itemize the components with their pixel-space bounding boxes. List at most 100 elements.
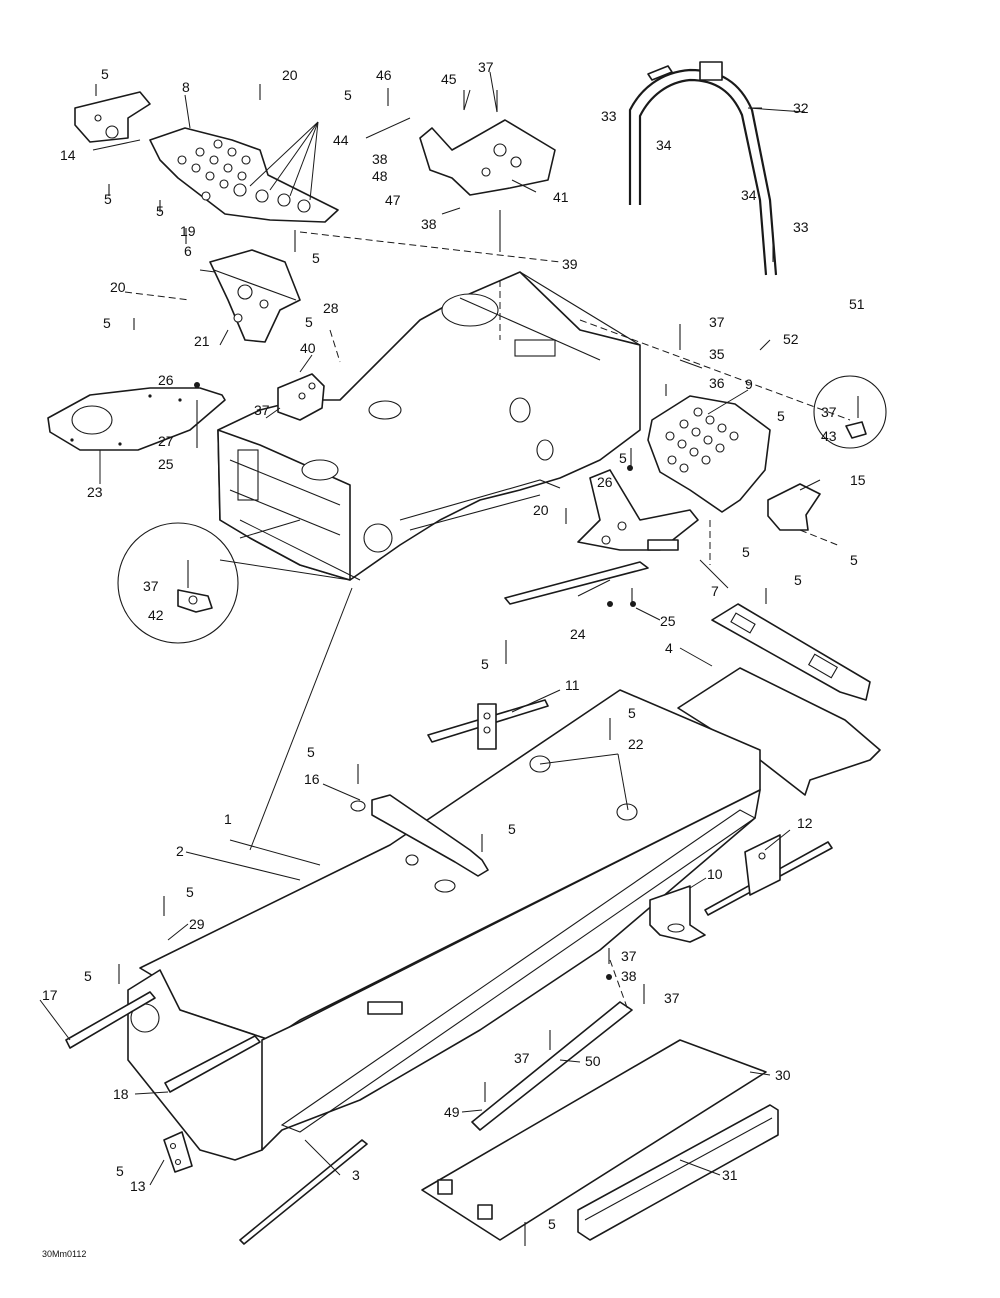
callout-20: 20 bbox=[110, 279, 126, 295]
support-part-10 bbox=[649, 885, 706, 943]
callout-5: 5 bbox=[619, 450, 627, 466]
callout-37: 37 bbox=[514, 1050, 530, 1066]
callout-2: 2 bbox=[176, 843, 184, 859]
callout-52: 52 bbox=[783, 331, 799, 347]
callout-19: 19 bbox=[180, 223, 196, 239]
bracket-part-14 bbox=[74, 91, 151, 143]
callout-26: 26 bbox=[158, 372, 174, 388]
callout-46: 46 bbox=[376, 67, 392, 83]
callout-5: 5 bbox=[186, 884, 194, 900]
callout-37: 37 bbox=[664, 990, 680, 1006]
steering-support-part-6 bbox=[209, 249, 301, 343]
callout-21: 21 bbox=[194, 333, 210, 349]
callout-15: 15 bbox=[850, 472, 866, 488]
callout-labels: 5 8 20 5 46 45 37 32 14 44 38 48 33 34 5… bbox=[42, 59, 866, 1232]
plate-part-13 bbox=[163, 1131, 193, 1173]
detail-circle-42 bbox=[117, 522, 239, 644]
callout-39: 39 bbox=[562, 256, 578, 272]
seat-bracket-part-40 bbox=[277, 373, 325, 421]
callout-37: 37 bbox=[821, 404, 837, 420]
callout-32: 32 bbox=[793, 100, 809, 116]
rail-part-17 bbox=[65, 991, 156, 1049]
callout-8: 8 bbox=[182, 79, 190, 95]
callout-40: 40 bbox=[300, 340, 316, 356]
footrest-plate-part-9 bbox=[647, 395, 771, 513]
callout-41: 41 bbox=[553, 189, 569, 205]
tunnel-part-2 bbox=[127, 689, 761, 1161]
callout-5: 5 bbox=[777, 408, 785, 424]
callout-5: 5 bbox=[548, 1216, 556, 1232]
callout-37: 37 bbox=[709, 314, 725, 330]
callout-29: 29 bbox=[189, 916, 205, 932]
callout-48: 48 bbox=[372, 168, 388, 184]
handle-support-part-32 bbox=[628, 61, 778, 276]
callout-37: 37 bbox=[254, 402, 270, 418]
support-part-12 bbox=[704, 834, 833, 916]
callout-45: 45 bbox=[441, 71, 457, 87]
callout-37: 37 bbox=[621, 948, 637, 964]
bumper-plate-part-23 bbox=[47, 387, 226, 451]
callout-5: 5 bbox=[116, 1163, 124, 1179]
callout-5: 5 bbox=[104, 191, 112, 207]
callout-47: 47 bbox=[385, 192, 401, 208]
rail-part-50 bbox=[471, 1001, 633, 1131]
callout-25: 25 bbox=[158, 456, 174, 472]
callout-10: 10 bbox=[707, 866, 723, 882]
callout-5: 5 bbox=[344, 87, 352, 103]
callout-22: 22 bbox=[628, 736, 644, 752]
callout-4: 4 bbox=[665, 640, 673, 656]
callout-5: 5 bbox=[794, 572, 802, 588]
callout-18: 18 bbox=[113, 1086, 129, 1102]
callout-36: 36 bbox=[709, 375, 725, 391]
bracket-part-15 bbox=[767, 483, 821, 531]
callout-38: 38 bbox=[421, 216, 437, 232]
detail-circle-43 bbox=[813, 375, 887, 449]
callout-5: 5 bbox=[742, 544, 750, 560]
rod-part-3 bbox=[239, 1139, 368, 1245]
callout-5: 5 bbox=[312, 250, 320, 266]
bolt-fasteners bbox=[95, 84, 774, 1246]
perforated-strip bbox=[280, 809, 757, 1133]
callout-5: 5 bbox=[508, 821, 516, 837]
callout-5: 5 bbox=[84, 968, 92, 984]
callout-24: 24 bbox=[570, 626, 586, 642]
reinforcement-part-16 bbox=[350, 794, 489, 877]
callout-34: 34 bbox=[656, 137, 672, 153]
callout-35: 35 bbox=[709, 346, 725, 362]
callout-25: 25 bbox=[660, 613, 676, 629]
callout-49: 49 bbox=[444, 1104, 460, 1120]
callout-20: 20 bbox=[533, 502, 549, 518]
callout-5: 5 bbox=[850, 552, 858, 568]
callout-9: 9 bbox=[745, 376, 753, 392]
assembly-lines bbox=[124, 231, 851, 1011]
figure-code: 30Mm0112 bbox=[42, 1249, 86, 1259]
callout-37: 37 bbox=[478, 59, 494, 75]
steering-bracket-part-41 bbox=[419, 119, 556, 196]
callout-26: 26 bbox=[597, 474, 613, 490]
callout-28: 28 bbox=[323, 300, 339, 316]
channel-part-31 bbox=[577, 1104, 779, 1241]
callout-33: 33 bbox=[793, 219, 809, 235]
rail-part-24 bbox=[504, 561, 649, 605]
callout-23: 23 bbox=[87, 484, 103, 500]
front-frame-module bbox=[217, 271, 641, 581]
callout-51: 51 bbox=[849, 296, 865, 312]
callout-20: 20 bbox=[282, 67, 298, 83]
callout-34: 34 bbox=[741, 187, 757, 203]
callout-5: 5 bbox=[307, 744, 315, 760]
callout-5: 5 bbox=[103, 315, 111, 331]
callout-37: 37 bbox=[143, 578, 159, 594]
callout-3: 3 bbox=[352, 1167, 360, 1183]
callout-43: 43 bbox=[821, 428, 837, 444]
callout-16: 16 bbox=[304, 771, 320, 787]
callout-42: 42 bbox=[148, 607, 164, 623]
leader-lines bbox=[39, 71, 821, 1186]
callout-6: 6 bbox=[184, 243, 192, 259]
callout-14: 14 bbox=[60, 147, 76, 163]
callout-50: 50 bbox=[585, 1053, 601, 1069]
callout-30: 30 bbox=[775, 1067, 791, 1083]
callout-44: 44 bbox=[333, 132, 349, 148]
callout-1: 1 bbox=[224, 811, 232, 827]
callout-38: 38 bbox=[372, 151, 388, 167]
